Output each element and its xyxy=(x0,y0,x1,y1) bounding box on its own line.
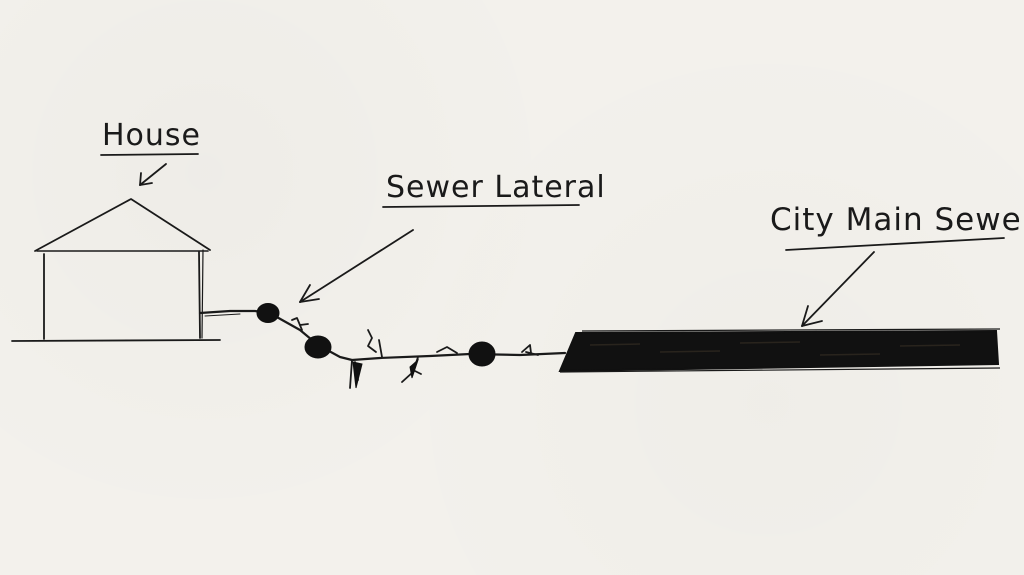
ground-line xyxy=(11,339,221,342)
lateral-arrow-icon xyxy=(299,229,414,303)
house-underline xyxy=(100,153,199,156)
house-label: House xyxy=(102,118,202,153)
main-sewer-arrow-icon xyxy=(801,251,875,327)
city-main-sewer-pipe xyxy=(558,328,1001,373)
house-sketch-icon xyxy=(34,198,211,340)
sewer-lateral-pipe xyxy=(198,309,567,362)
house-arrow-icon xyxy=(139,163,167,186)
sewer-lateral-label: Sewer Lateral xyxy=(386,170,606,205)
main-sewer-underline xyxy=(785,237,1005,251)
lateral-underline xyxy=(382,204,580,208)
city-main-sewer-label: City Main Sewer xyxy=(770,202,1024,238)
root-blockage-icon xyxy=(256,303,496,389)
